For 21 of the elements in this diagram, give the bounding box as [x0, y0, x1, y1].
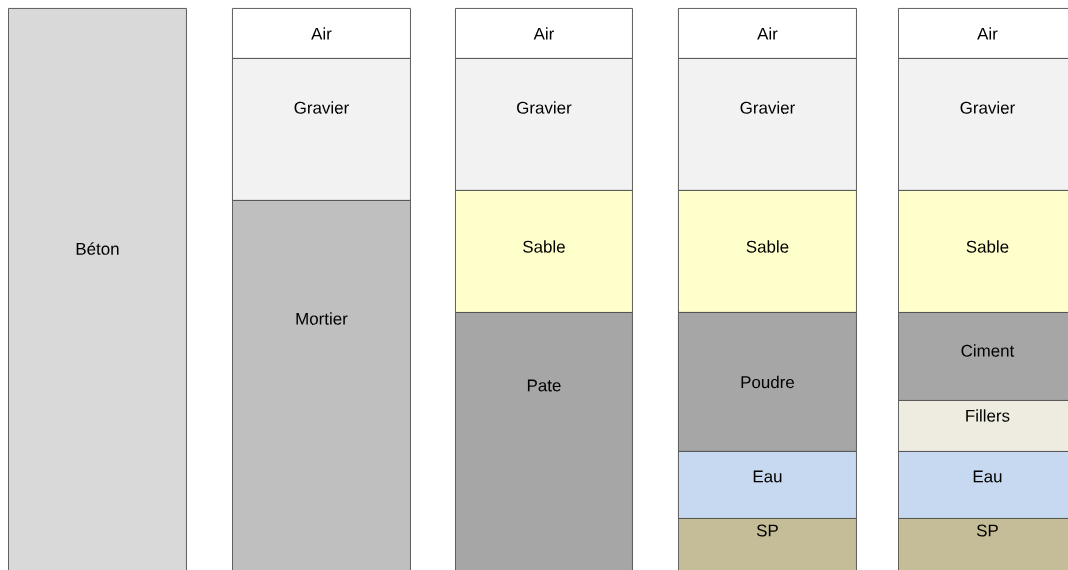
material-layer: Gravier	[455, 58, 633, 191]
material-layer: Béton	[8, 8, 187, 570]
material-layer: Gravier	[898, 58, 1068, 191]
material-layer: Fillers	[898, 400, 1068, 452]
material-layer: Air	[455, 8, 633, 59]
material-layer: Eau	[678, 451, 857, 519]
material-layer: Poudre	[678, 312, 857, 452]
material-layer: Ciment	[898, 312, 1068, 401]
material-layer: Air	[898, 8, 1068, 59]
material-layer: Air	[232, 8, 411, 59]
material-layer: Air	[678, 8, 857, 59]
material-layer: Sable	[455, 190, 633, 313]
material-layer: Mortier	[232, 200, 411, 570]
material-layer: Eau	[898, 451, 1068, 519]
material-layer: Sable	[898, 190, 1068, 313]
material-layer: Gravier	[678, 58, 857, 191]
material-layer: SP	[898, 518, 1068, 570]
material-layer: Sable	[678, 190, 857, 313]
material-layer: Gravier	[232, 58, 411, 201]
material-layer: Pate	[455, 312, 633, 570]
material-layer: SP	[678, 518, 857, 570]
